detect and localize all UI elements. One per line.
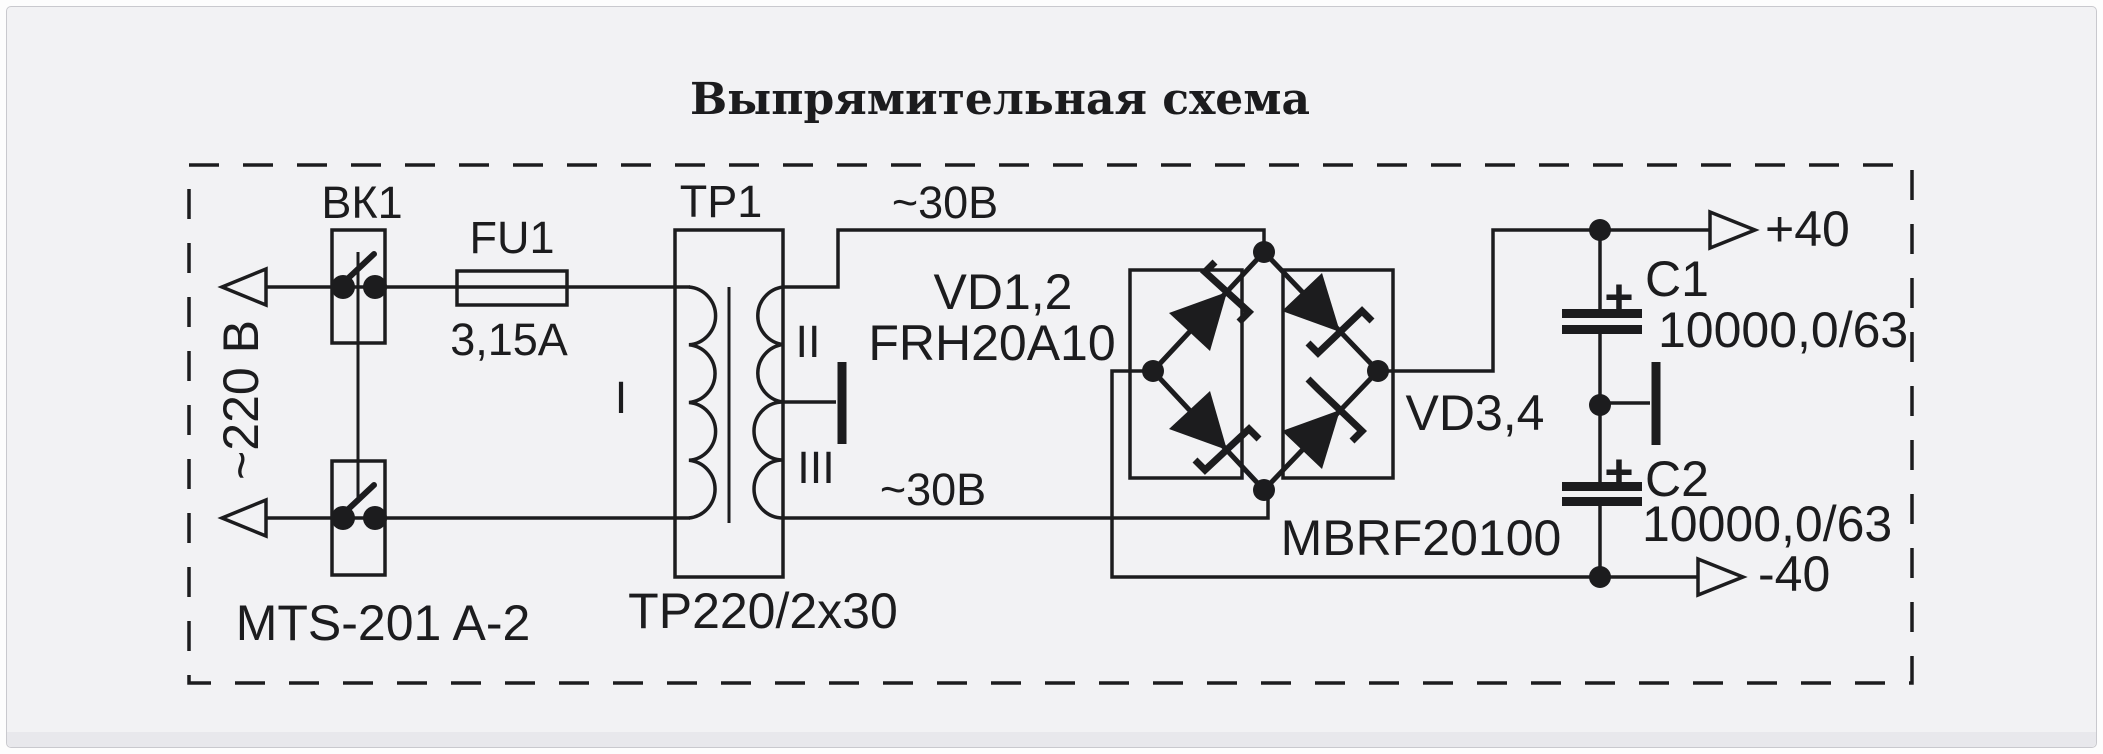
diode-vd4-triangle [1282,410,1340,469]
c1-plate-negative [1562,325,1642,334]
c1-value-label: 10000,0/63 [1658,302,1908,358]
bridge-diamond-wires [1149,248,1382,494]
wire-negative-rail [1110,369,1698,579]
c1-ref-label: C1 [1645,251,1709,307]
fuse-ref-label: FU1 [469,212,554,263]
bridge-package-left [1128,268,1244,480]
wire-ac-upper [783,228,1266,289]
c1-polarity-sign: + [1604,269,1633,325]
transformer-secondary-winding-upper [756,285,784,404]
bottom-strip [7,732,2096,747]
ac-voltage-upper-label: ~30В [892,177,998,228]
switch-contact-dot [363,506,387,530]
transformer-secondary-winding-lower [752,400,784,520]
diode-vd1-schottky-cathode [1199,259,1255,325]
switch-model-label: MTS-201 A-2 [236,595,531,651]
bridge-right-model-label: MBRF20100 [1281,510,1562,566]
secondary-lower-winding-label: III [797,442,835,493]
diode-vd4-schottky-cathode [1305,376,1368,444]
bridge-right-ref-label: VD3,4 [1406,385,1545,441]
output-terminal-arrow-negative [1696,556,1748,598]
junction-dot-bridge-bottom [1253,479,1275,501]
diode-vd2-triangle [1169,391,1227,450]
ac-voltage-lower-label: ~30В [880,464,986,515]
input-terminal-arrow-upper [217,266,268,308]
fuse-rating-label: 3,15А [450,314,568,365]
c2-ref-label: C2 [1645,451,1709,507]
switch-contact-dot [363,275,387,299]
bridge-left-ref-label: VD1,2 [934,264,1073,320]
diode-vd1-triangle [1169,292,1227,351]
diode-vd2-schottky-cathode [1192,424,1262,475]
wire-ac-lower [783,490,1270,520]
switch-ref-label: ВК1 [321,177,402,228]
output-positive-label: +40 [1765,201,1850,257]
junction-dot-midpoint [1589,394,1611,416]
switch-contact-dot [331,275,355,299]
transformer-ref-label: ТР1 [680,176,763,227]
output-terminal-arrow-positive [1708,209,1760,251]
fuse-symbol [455,269,569,307]
schematic-title: Выпрямительная схема [690,74,1310,125]
transformer-model-label: ТР220/2x30 [628,583,898,639]
diode-vd3-schottky-cathode [1305,306,1375,358]
c2-value-label: 10000,0/63 [1642,496,1892,552]
junction-dot-bridge-top [1253,241,1275,263]
output-negative-label: -40 [1758,546,1830,602]
mains-voltage-label: ~220 В [213,320,269,480]
dashed-boundary [187,163,1914,685]
secondary-upper-winding-label: II [795,316,820,367]
diode-vd3-triangle [1282,273,1340,332]
c2-plate-positive [1562,482,1642,491]
junction-dot-positive [1589,219,1611,241]
switch-contact-dot [331,506,355,530]
c2-plate-negative [1562,497,1642,506]
bridge-package-right [1281,268,1395,480]
bridge-left-model-label: FRH20A10 [868,315,1115,371]
transformer-primary-winding [688,285,718,520]
input-terminal-arrow-lower [217,497,268,539]
c1-plate-positive [1562,309,1642,318]
junction-dot-negative [1589,566,1611,588]
c2-polarity-sign: + [1604,444,1633,500]
primary-winding-label: I [615,372,628,423]
schematic-canvas [6,6,2097,748]
